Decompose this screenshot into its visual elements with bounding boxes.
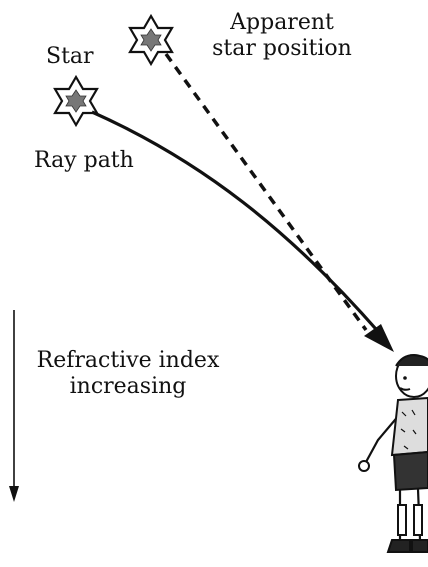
refractive-index-label: Refractive index increasing <box>30 348 226 400</box>
apparent-star-position-label: Apparent star position <box>192 10 372 62</box>
refractive-label-line1: Refractive index <box>30 348 226 374</box>
refractive-label-line2: increasing <box>30 374 226 400</box>
apparent-sight-line <box>166 54 366 330</box>
apparent-star-icon <box>130 16 172 64</box>
star-label: Star <box>46 44 94 70</box>
star-icon <box>55 77 97 125</box>
observer-icon <box>359 355 428 552</box>
apparent-label-line1: Apparent <box>192 10 372 36</box>
apparent-label-line2: star position <box>192 36 372 62</box>
ray-path-label: Ray path <box>34 148 134 174</box>
ray-path-arrowhead <box>364 324 394 352</box>
ray-path-curve <box>92 112 382 336</box>
refractive-index-arrowhead <box>9 486 19 502</box>
